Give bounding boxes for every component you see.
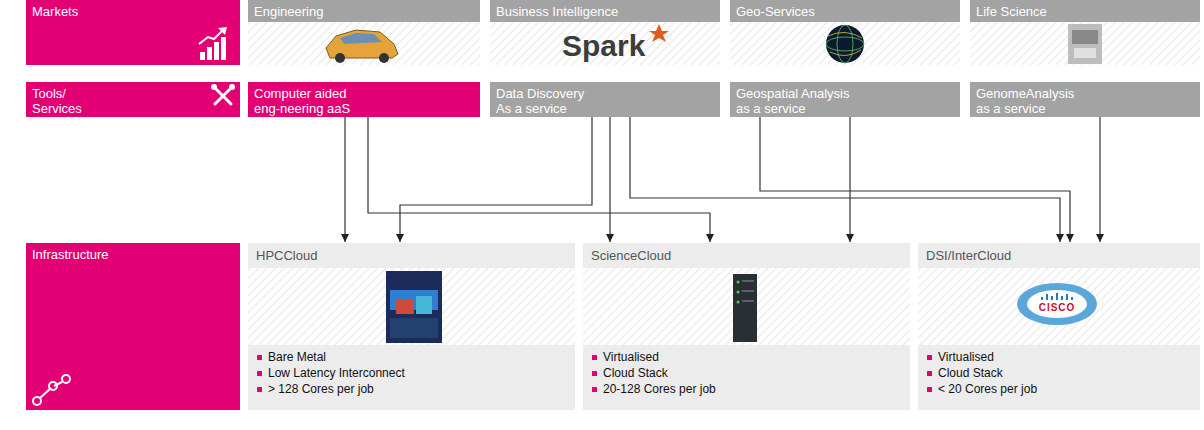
flow-arrow — [849, 117, 850, 242]
box-title: Tools/ Services — [32, 86, 92, 116]
flow-arrow — [368, 117, 710, 242]
box-title: Infrastructure — [32, 247, 234, 262]
category-box: Tools/ Services — [26, 82, 240, 117]
service-box: Computer aided eng-neering aaS — [248, 82, 480, 117]
box-title: DSI/InterCloud — [926, 248, 1192, 263]
tools-icon — [211, 84, 235, 104]
service-box: Geospatial Analysis as a service — [730, 82, 960, 117]
globe-illustration — [826, 25, 864, 63]
spark-star — [649, 24, 669, 42]
bullet-item: > 128 Cores per job — [256, 381, 567, 397]
box-title: ScienceCloud — [591, 248, 902, 263]
box-title: Computer aided eng-neering aaS — [254, 86, 364, 116]
chart-icon — [199, 27, 227, 60]
bullet-item: < 20 Cores per job — [926, 381, 1192, 397]
hatch-area — [248, 22, 1200, 345]
box-title: Geo-Services — [736, 4, 954, 19]
flow-arrow — [760, 117, 1070, 242]
flow-arrow — [1099, 117, 1100, 242]
service-box: GenomeAnalysis as a service — [970, 82, 1200, 117]
car-illustration — [326, 30, 398, 63]
supercomputer-illustration — [386, 271, 442, 343]
box-title: Markets — [32, 4, 234, 19]
network-icon — [33, 375, 70, 405]
bullet-item: Low Latency Interconnect — [256, 365, 567, 381]
flow-arrow — [630, 117, 1060, 242]
logo-text: Spark — [562, 30, 645, 62]
box-title: HPCCloud — [256, 248, 567, 263]
flow-arrow — [609, 117, 610, 242]
box-title: Data Discovery As a service — [496, 86, 596, 116]
box-title: Geospatial Analysis as a service — [736, 86, 866, 116]
bullet-item: 20-128 Cores per job — [591, 381, 902, 397]
box-title: Life Science — [976, 4, 1194, 19]
bullet-item: Cloud Stack — [926, 365, 1192, 381]
bullet-item: Bare Metal — [256, 349, 567, 365]
box-title: Engineering — [254, 4, 474, 19]
box-title: GenomeAnalysis as a service — [976, 86, 1086, 116]
flow-arrow — [400, 117, 592, 242]
sequencer-illustration — [1068, 24, 1102, 64]
logo-text: CISCO — [1032, 302, 1082, 314]
server-illustration — [733, 274, 757, 342]
bullet-item: Cloud Stack — [591, 365, 902, 381]
cisco-logo — [1017, 283, 1097, 325]
bullet-item: Virtualised — [591, 349, 902, 365]
service-box: Data Discovery As a service — [490, 82, 720, 117]
bullet-item: Virtualised — [926, 349, 1192, 365]
box-title: Business Intelligence — [496, 4, 714, 19]
flow-arrow — [344, 117, 345, 242]
